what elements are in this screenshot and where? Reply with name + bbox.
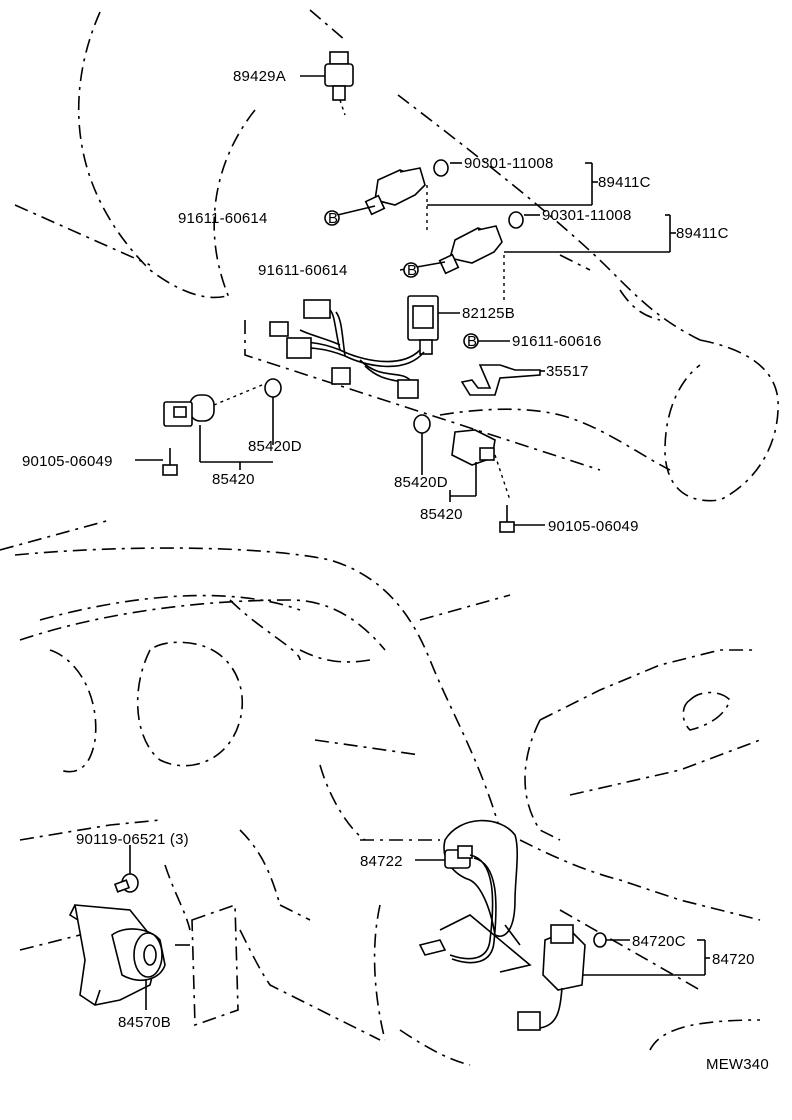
bolt-90119 [113, 845, 139, 893]
bolt-90105-left [135, 448, 178, 476]
label-84570B: 84570B [118, 1014, 171, 1031]
label-90301-upper: 90301-11008 [464, 155, 554, 172]
label-90105-right: 90105-06049 [548, 518, 639, 535]
bolt-marker-91611c: B [463, 333, 479, 350]
harness-plug-a [303, 299, 331, 319]
label-85420-right: 85420 [420, 506, 463, 523]
label-84720: 84720 [712, 951, 755, 968]
harness-plug-c [286, 337, 312, 359]
sensor-89411C-lower [399, 225, 503, 275]
label-90105-left: 90105-06049 [22, 453, 113, 470]
diagram-code: MEW340 [706, 1056, 769, 1073]
label-89411C-upper: 89411C [598, 174, 651, 191]
bolt-marker-91611a: B [324, 210, 340, 227]
o-ring-90301-upper [433, 159, 449, 177]
switch-85420-right [451, 429, 511, 501]
label-82125B: 82125B [462, 305, 515, 322]
svg-text:B: B [328, 210, 338, 227]
label-35517: 35517 [546, 363, 589, 380]
label-89411C-lower: 89411C [676, 225, 729, 242]
label-85420-left: 85420 [212, 471, 255, 488]
sensor-89429A [300, 51, 354, 101]
harness-plug-e [397, 379, 419, 399]
label-84722: 84722 [360, 853, 403, 870]
label-90301-lower: 90301-11008 [542, 207, 632, 224]
sensor-84722 [415, 845, 497, 964]
wire-harness [269, 299, 425, 399]
label-90119: 90119-06521 (3) [76, 831, 189, 848]
label-91611-lower: 91611-60614 [258, 262, 348, 279]
bracket-plate [191, 903, 239, 1027]
switch-85420-left [163, 384, 263, 427]
harness-plug-d [331, 367, 351, 385]
label-84720C: 84720C [632, 933, 686, 950]
switch-84720 [517, 924, 705, 1031]
label-91611-60616: 91611-60616 [512, 333, 602, 350]
svg-text:B: B [407, 262, 417, 279]
connector-82125B [407, 295, 460, 355]
label-89429A: 89429A [233, 68, 286, 85]
bolt-90105-right [499, 505, 545, 533]
clip-84720C [593, 932, 710, 975]
o-ring-85420D-right [413, 414, 431, 434]
bracket-35517 [460, 364, 545, 396]
body-outline [0, 9, 779, 1066]
leader-lines-upper [199, 162, 676, 502]
actuator-84570B [68, 904, 190, 1010]
svg-text:B: B [467, 333, 477, 350]
label-85420D-left: 85420D [248, 438, 302, 455]
sensor-89411C-upper [324, 167, 426, 219]
o-ring-85420D-left [264, 378, 282, 398]
lever-boot [443, 819, 519, 937]
label-91611-upper: 91611-60614 [178, 210, 268, 227]
bolt-marker-91611b: B [403, 262, 419, 279]
label-85420D-right: 85420D [394, 474, 448, 491]
floor-panel [418, 914, 532, 973]
o-ring-90301-lower [508, 211, 524, 229]
part-labels: 89429A 90301-11008 89411C 91611-60614 90… [22, 68, 769, 1073]
harness-plug-b [269, 321, 289, 337]
